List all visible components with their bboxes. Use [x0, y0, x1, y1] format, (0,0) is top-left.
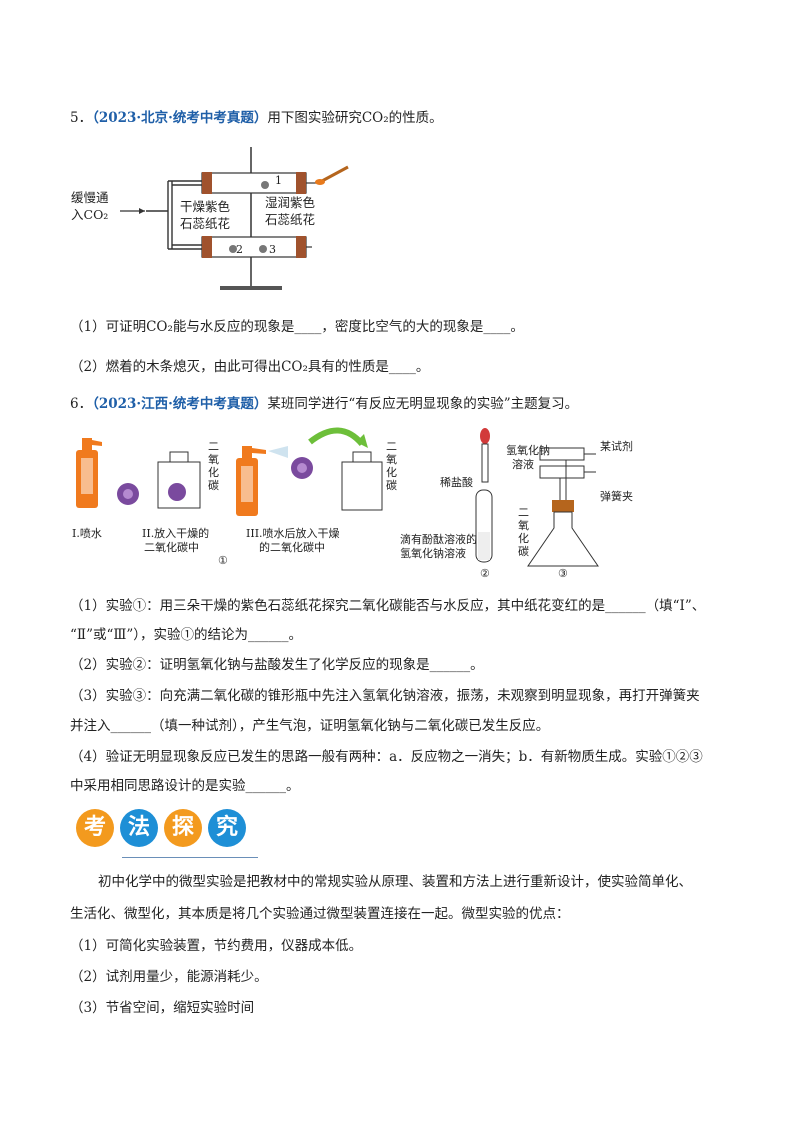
section-intro-b: 生活化、微型化，其本质是将几个实验通过微型装置连接在一起。微型实验的优点：: [70, 906, 570, 922]
co2-label-bottle-3: 二氧化碳: [386, 440, 397, 492]
q5-sub2: （2）燃着的木条熄灭，由此可得出CO₂具有的性质是____。: [70, 359, 430, 375]
wet-flower-label-1: 湿润紫色: [265, 195, 316, 210]
section-badge-3: 探: [164, 809, 202, 847]
tube-number-3: 3: [269, 243, 276, 256]
section-badge-4: 究: [208, 809, 246, 847]
q6-sub1-a: （1）实验①：用三朵干燥的紫色石蕊纸花探究二氧化碳能否与水反应，其中纸花变红的是…: [70, 598, 706, 614]
wet-flower-label-2: 石蕊纸花: [265, 212, 316, 227]
reagent-label: 某试剂: [600, 440, 633, 453]
co2-tube-apparatus-diagram: [120, 147, 349, 290]
q5-number: 5．: [70, 110, 93, 126]
co2-label-flask: 二氧化碳: [518, 506, 529, 558]
q5-stem-line: 5．（2023·北京·统考中考真题）用下图实验研究CO₂的性质。: [70, 108, 443, 128]
clamp-label: 弹簧夹: [600, 490, 633, 503]
q6-sub4-a: （4）验证无明显现象反应已发生的思路一般有两种：a．反应物之一消失；b．有新物质…: [70, 749, 703, 765]
q5-figure: 缓慢通 入CO₂ 干燥紫色 石蕊纸花 湿润紫色 石蕊纸花 1 2 3: [70, 145, 370, 295]
section-badge-2: 法: [120, 809, 158, 847]
caption-III-line2: 的二氧化碳中: [259, 541, 325, 554]
tube-number-2: 2: [236, 243, 243, 256]
q6-sub2: （2）实验②：证明氢氧化钠与盐酸发生了化学反应的现象是______。: [70, 657, 484, 673]
marker-2: ②: [480, 567, 490, 580]
section-underline: [122, 857, 258, 858]
naoh-phenol-label-2: 氢氧化钠溶液: [400, 547, 466, 560]
co2-label-bottle-2: 二氧化碳: [208, 440, 219, 492]
q6-sub3-b: 并注入______（填一种试剂），产生气泡，证明氢氧化钠与二氧化碳已发生反应。: [70, 718, 550, 734]
dry-flower-label-1: 干燥紫色: [180, 199, 231, 214]
q6-stem: 某班同学进行“有反应无明显现象的实验”主题复习。: [267, 396, 579, 412]
q6-number: 6．: [70, 396, 93, 412]
q6-sub4-b: 中采用相同思路设计的是实验______。: [70, 778, 300, 794]
section-point-2: （2）试剂用量少，能源消耗少。: [70, 969, 268, 985]
naoh-phenol-label-1: 滴有酚酞溶液的: [400, 533, 477, 546]
q6-sub1-b: “Ⅱ”或“Ⅲ”），实验①的结论为______。: [70, 627, 303, 643]
marker-3: ③: [558, 567, 568, 580]
hcl-label: 稀盐酸: [440, 476, 473, 489]
inlet-label-1: 缓慢通: [71, 190, 109, 205]
caption-I: I.喷水: [72, 527, 102, 540]
marker-1: ①: [218, 554, 228, 567]
section-point-1: （1）可简化实验装置，节约费用，仪器成本低。: [70, 938, 363, 954]
inlet-label-2: 入CO₂: [71, 207, 109, 222]
section-badge-1: 考: [76, 809, 114, 847]
section-point-3: （3）节省空间，缩短实验时间: [70, 1000, 255, 1016]
caption-II-line2: 二氧化碳中: [144, 541, 199, 554]
q5-stem: 用下图实验研究CO₂的性质。: [267, 110, 443, 126]
q5-source: （2023·北京·统考中考真题）: [92, 110, 268, 126]
q5-sub1: （1）可证明CO₂能与水反应的现象是____，密度比空气的大的现象是____。: [70, 319, 524, 335]
dry-flower-label-2: 石蕊纸花: [180, 216, 231, 231]
naoh-solution-label-2: 溶液: [512, 458, 534, 471]
q6-sub3-a: （3）实验③：向充满二氧化碳的锥形瓶中先注入氢氧化钠溶液，振荡，未观察到明显现象…: [70, 688, 700, 704]
q6-figure: 二氧化碳 二氧化碳 二氧化碳 I.喷水 II.放入干燥的 二氧化碳中 III.喷…: [70, 420, 730, 580]
q6-source: （2023·江西·统考中考真题）: [92, 396, 268, 412]
tube-number-1: 1: [275, 174, 282, 187]
q6-experiments-diagram: [76, 427, 599, 567]
caption-II-line1: II.放入干燥的: [142, 527, 210, 540]
section-intro-a: 初中化学中的微型实验是把教材中的常规实验从原理、装置和方法上进行重新设计，使实验…: [98, 874, 692, 890]
caption-III-line1: III.喷水后放入干燥: [246, 527, 340, 540]
naoh-solution-label-1: 氢氧化钠: [506, 444, 550, 457]
q6-stem-line: 6．（2023·江西·统考中考真题）某班同学进行“有反应无明显现象的实验”主题复…: [70, 394, 578, 414]
